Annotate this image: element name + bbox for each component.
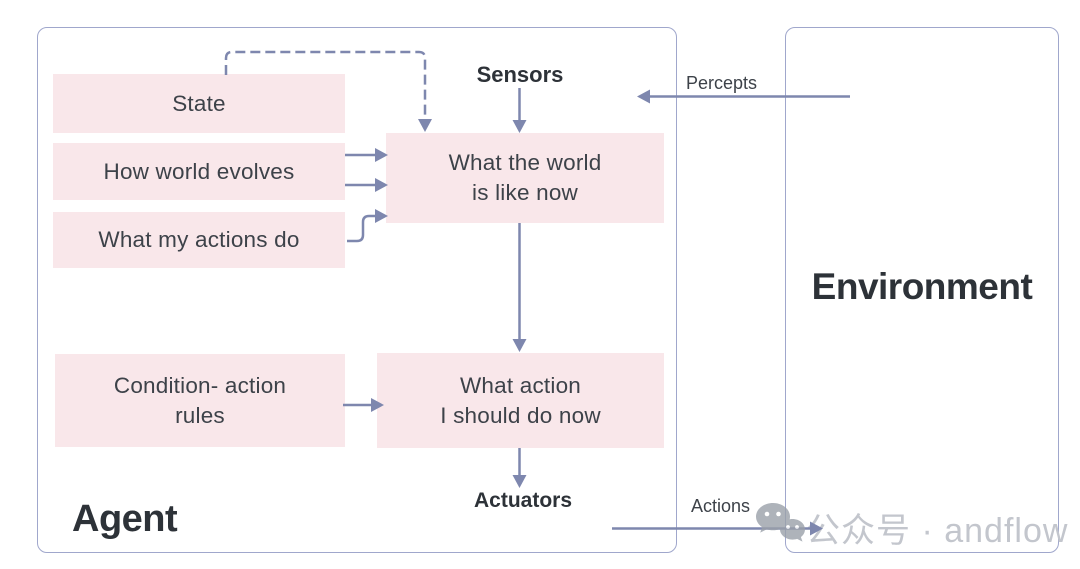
node-what-action-i-should-do-now: What action I should do now — [377, 353, 664, 448]
node-state: State — [53, 74, 345, 133]
actuators-label: Actuators — [473, 489, 573, 512]
percepts-label: Percepts — [686, 73, 758, 93]
wechat-icon — [756, 503, 805, 542]
node-what-the-world-is-like-now: What the world is like now — [386, 133, 664, 223]
environment-label: Environment — [811, 266, 1033, 307]
watermark-text: 公众号 · andflow — [806, 512, 1069, 550]
environment-box — [785, 27, 1059, 553]
agent-label: Agent — [72, 498, 178, 540]
node-how-world-evolves: How world evolves — [53, 143, 345, 200]
actions-label: Actions — [691, 496, 751, 516]
node-condition-action-rules: Condition- action rules — [55, 354, 345, 447]
sensors-label: Sensors — [476, 62, 564, 87]
agent-box — [37, 27, 677, 553]
node-what-my-actions-do: What my actions do — [53, 212, 345, 268]
